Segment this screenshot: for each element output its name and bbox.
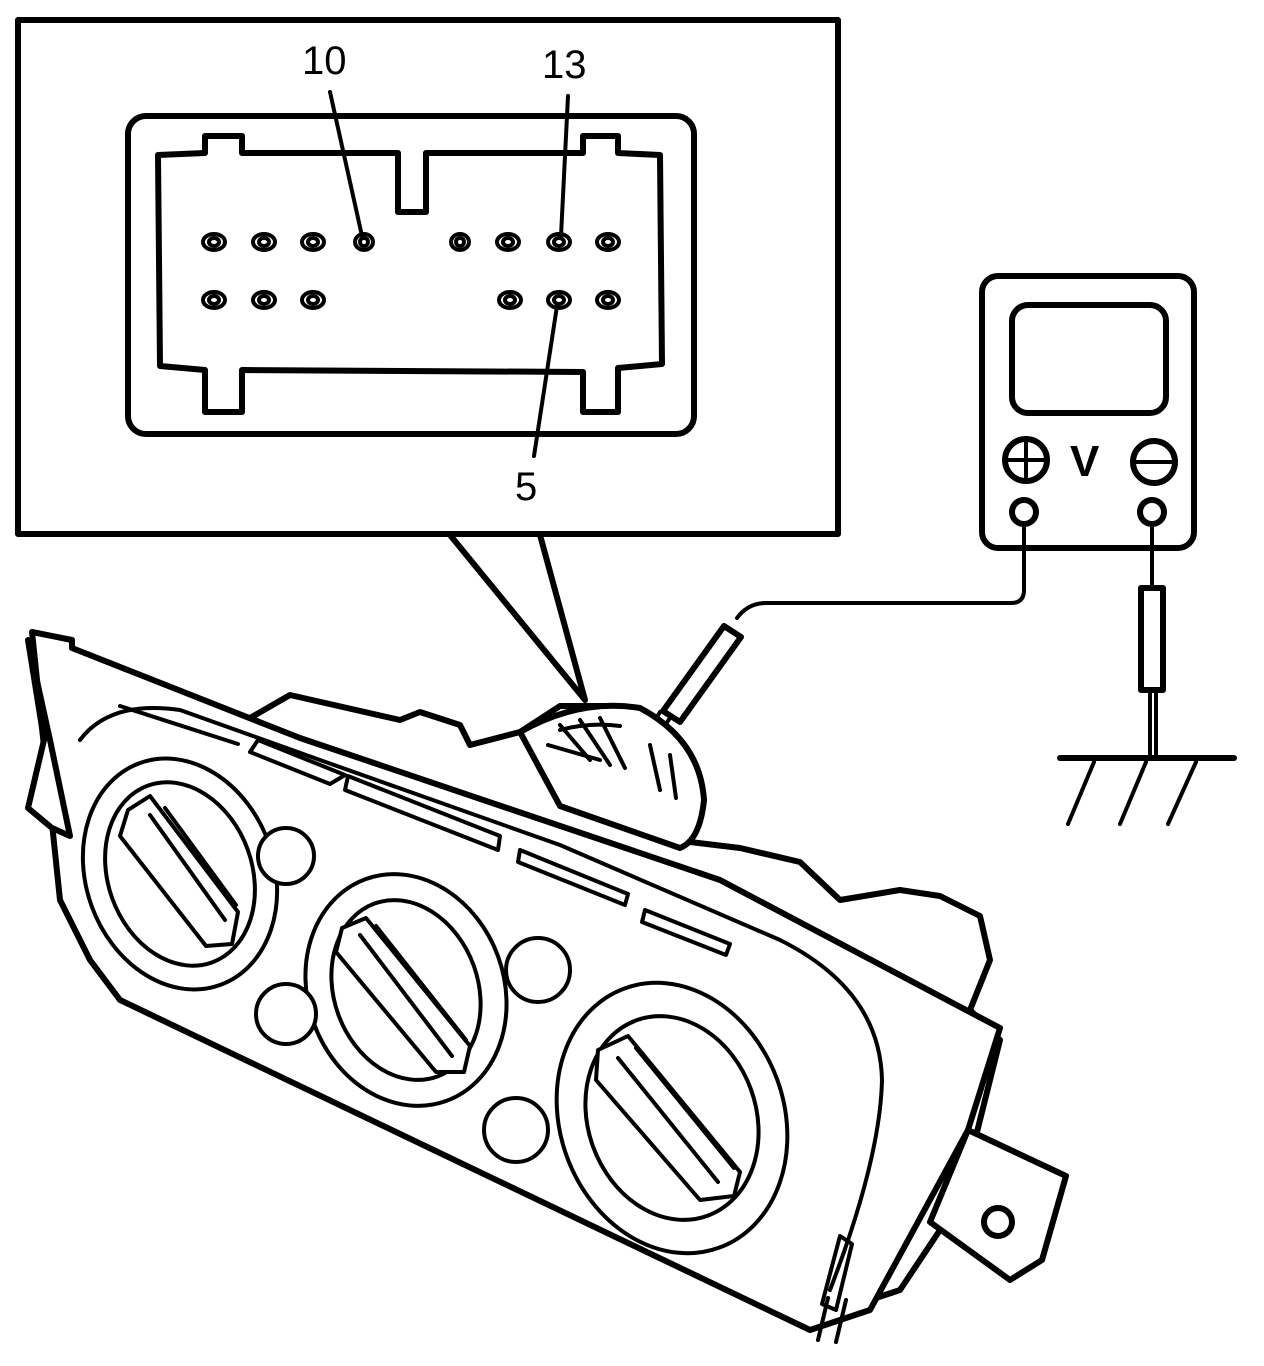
plus-circle-icon <box>1002 436 1050 484</box>
connector-housing <box>125 113 697 437</box>
connector-callout: 10 13 5 <box>15 17 841 703</box>
positive-test-lead <box>626 522 1026 770</box>
terminal-row-top <box>201 232 621 252</box>
knob-left <box>80 756 280 992</box>
panel-clip <box>816 1234 854 1344</box>
voltmeter-unit-label: V <box>1070 437 1100 486</box>
leader-line-5 <box>532 304 559 458</box>
pin-label-13: 13 <box>542 43 587 87</box>
button-top-left <box>256 826 316 886</box>
button-bottom-left <box>254 982 318 1046</box>
panel-slots <box>118 704 732 957</box>
button-top-right <box>504 936 572 1004</box>
leader-line-10 <box>328 90 364 238</box>
connector-cavity <box>155 133 665 415</box>
callout-pointer <box>447 532 588 703</box>
voltmeter: V <box>979 273 1197 551</box>
rear-connector <box>517 702 707 851</box>
button-bottom-right <box>482 1096 550 1164</box>
callout-frame <box>15 17 841 537</box>
positive-probe-handle <box>660 623 744 725</box>
pin-label-5: 5 <box>515 465 537 509</box>
negative-test-lead <box>1138 522 1166 760</box>
negative-probe-handle <box>1138 585 1166 693</box>
pin-label-10: 10 <box>302 39 347 83</box>
rear-connector-ribs <box>546 716 678 800</box>
leader-line-13 <box>559 94 570 238</box>
bracket-screw-hole <box>981 1205 1015 1239</box>
knob-right <box>554 980 790 1256</box>
side-flange <box>25 637 73 839</box>
ground-icon <box>1057 755 1237 826</box>
heater-control-unit <box>25 629 1069 1344</box>
terminal-row-bottom <box>201 290 621 310</box>
minus-circle-icon <box>1130 438 1178 486</box>
voltmeter-display <box>1009 302 1169 416</box>
